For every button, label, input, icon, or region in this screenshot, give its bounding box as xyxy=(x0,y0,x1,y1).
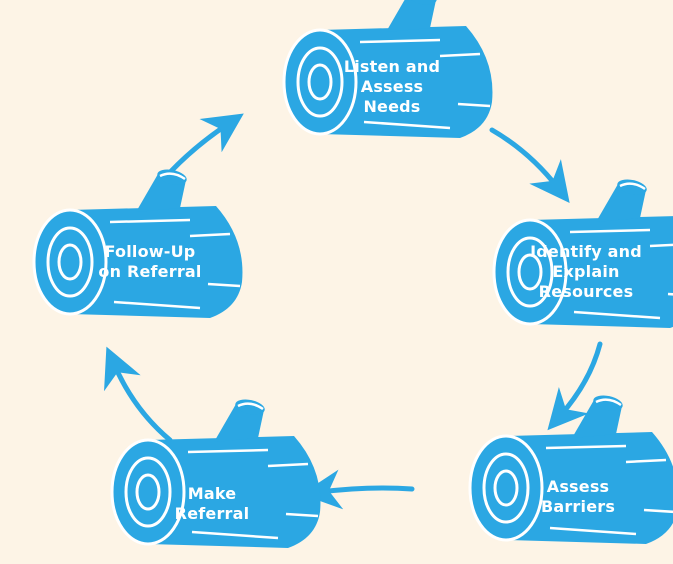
step-label-line: Assess xyxy=(546,477,610,496)
cycle-arrow-2 xyxy=(547,341,603,431)
cycle-arrow-1 xyxy=(489,127,570,203)
step-label-line: Resources xyxy=(538,282,634,301)
step-label-line: Follow-Up xyxy=(104,242,196,261)
step-label-line: Explain xyxy=(552,262,620,281)
step-label-line: on Referral xyxy=(98,262,202,281)
step-label-line: Identify and xyxy=(530,242,642,261)
step-label-line: Barriers xyxy=(540,497,616,516)
log-icon xyxy=(110,395,322,550)
step-label-line: Needs xyxy=(363,97,421,116)
log-icon xyxy=(468,391,673,546)
step-label-line: Referral xyxy=(174,504,250,523)
step-label-line: Make xyxy=(187,484,237,503)
step-label-line: Listen and xyxy=(343,57,441,76)
step-label-line: Assess xyxy=(360,77,424,96)
cycle-arrow-4 xyxy=(104,346,173,443)
cycle-arrow-3 xyxy=(301,469,415,510)
